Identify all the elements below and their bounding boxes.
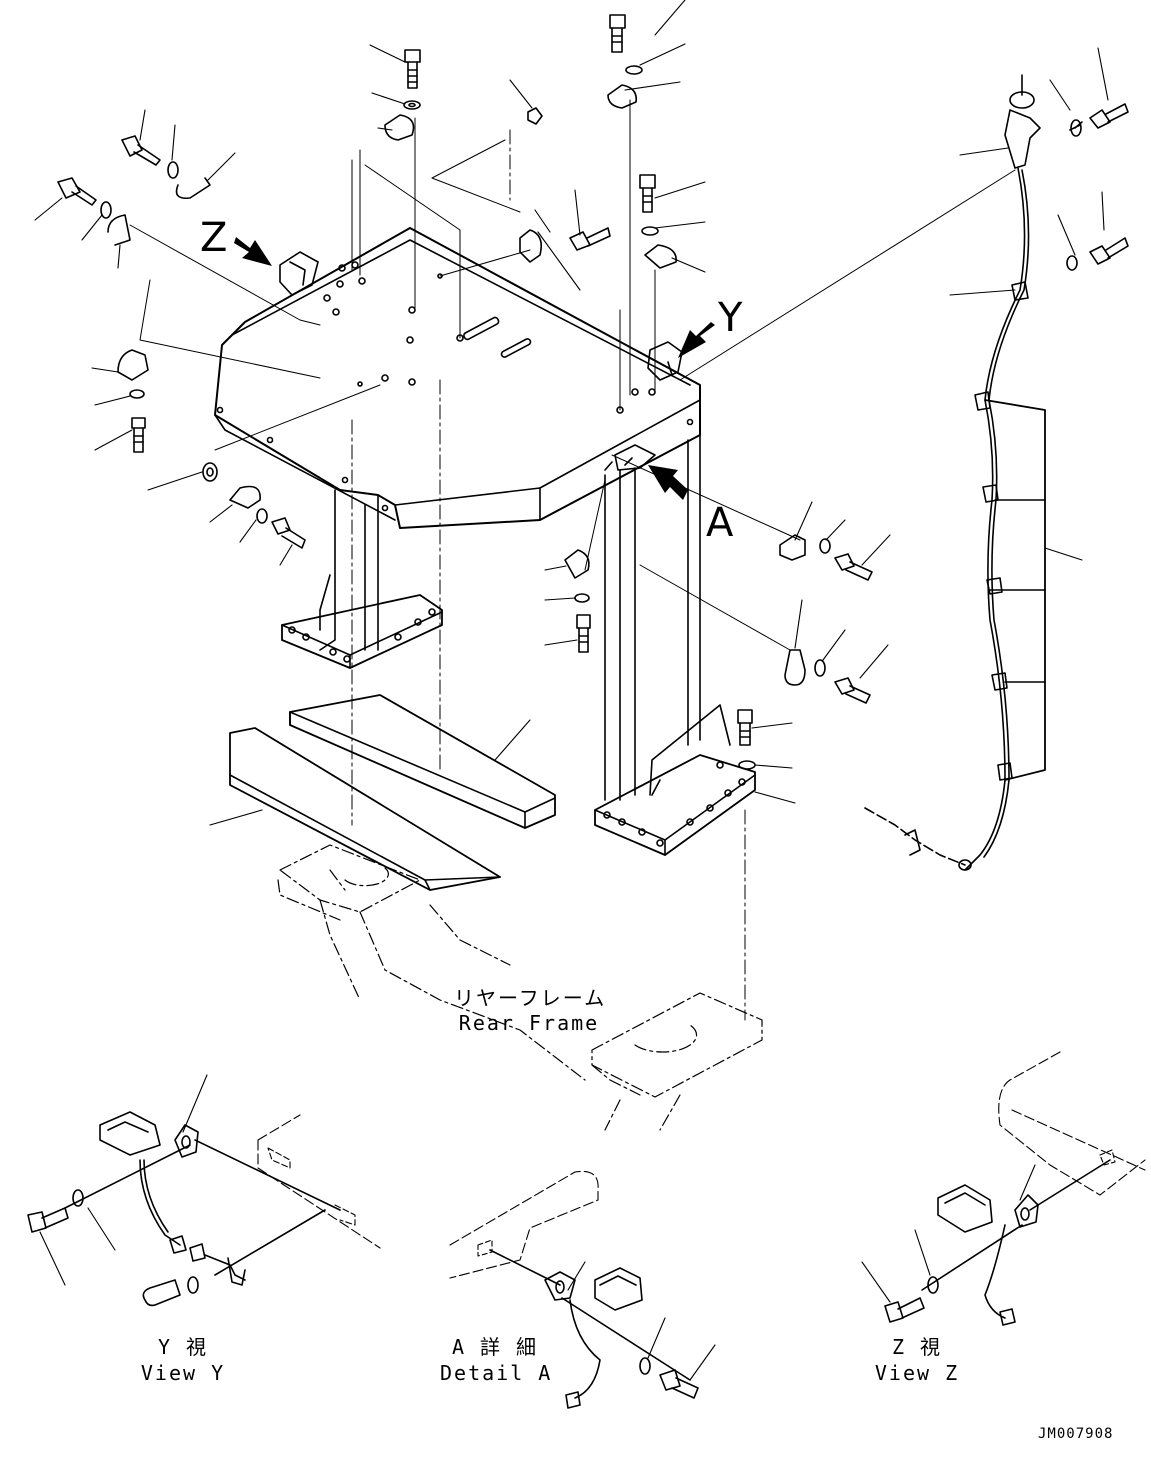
- view-y-caption-en: View Y: [140, 1361, 226, 1385]
- inset-detail-a: [449, 1170, 716, 1409]
- view-letter-z: Z: [200, 215, 228, 261]
- centerlines: [351, 129, 746, 1021]
- view-arrows: [234, 237, 715, 500]
- hardware-top-left: [57, 49, 421, 549]
- lamp-y: [647, 341, 683, 381]
- rear-frame-right: [591, 992, 763, 1131]
- rear-frame-label-en: Rear Frame: [458, 1011, 600, 1035]
- hardware-top-center: [519, 14, 677, 269]
- view-z-caption-en: View Z: [874, 1361, 960, 1385]
- console-top-plate: [214, 227, 701, 529]
- view-y-caption-jp: Y 視: [157, 1335, 209, 1359]
- view-letter-y: Y: [718, 295, 743, 341]
- hardware-right-pedestal: [564, 444, 873, 770]
- floor-plate-upper: [289, 694, 556, 829]
- rear-frame-label-jp: リヤーフレーム: [454, 986, 607, 1010]
- leader-lines: [34, 0, 1109, 826]
- view-z-caption-jp: Z 視: [891, 1335, 943, 1359]
- floor-plate-lower: [229, 727, 501, 891]
- inset-view-y: [27, 1074, 381, 1307]
- top-plate-holes: [323, 261, 656, 414]
- detail-letter-a: A: [706, 500, 734, 546]
- rear-frame-left: [277, 844, 586, 1081]
- right-pedestal: [594, 429, 756, 856]
- harness-panel: [864, 74, 1129, 871]
- inset-view-z: [861, 1051, 1146, 1326]
- assembly-lines: [129, 99, 1016, 651]
- detail-a-caption-jp: A 詳 細: [451, 1335, 539, 1359]
- drawing-id: JM007908: [1038, 1426, 1114, 1442]
- detail-a-caption-en: Detail A: [440, 1361, 553, 1385]
- left-pedestal: [281, 489, 443, 669]
- lamp-z: [279, 251, 319, 296]
